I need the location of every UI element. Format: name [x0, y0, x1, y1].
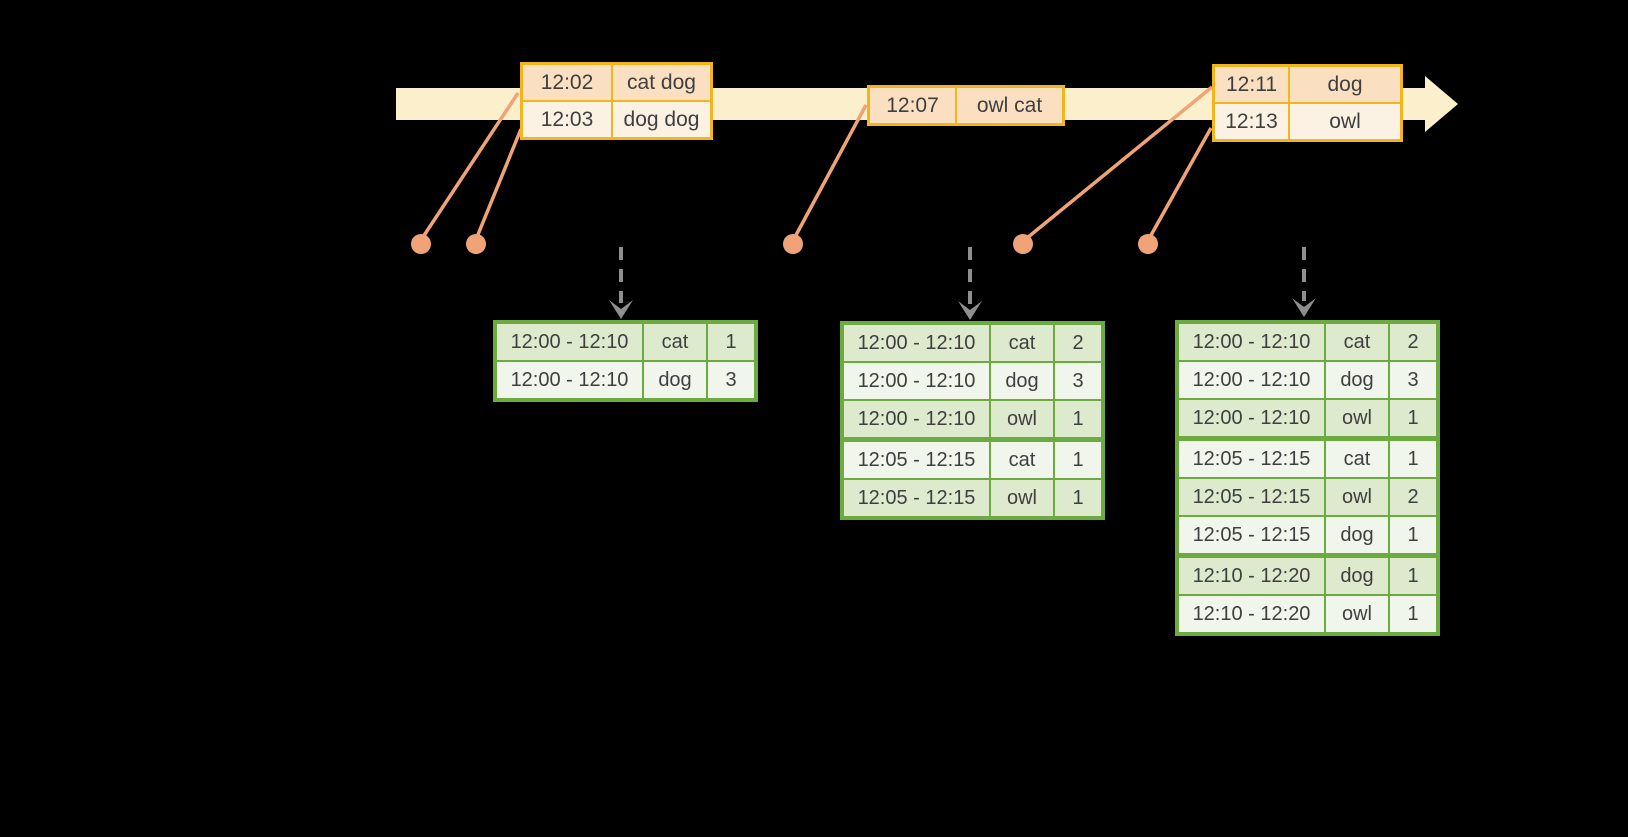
result-window-cell: 12:00 - 12:10 [497, 324, 644, 360]
trigger-arrowhead-icon [609, 300, 633, 319]
event-words-cell: dog dog [613, 102, 710, 137]
event-dot [1013, 234, 1033, 254]
result-word-cell: cat [991, 325, 1055, 361]
result-window-cell: 12:05 - 12:15 [844, 480, 991, 516]
result-count-cell: 1 [1055, 442, 1101, 478]
result-count-cell: 3 [708, 362, 754, 398]
result-word-cell: cat [1326, 441, 1390, 477]
event-time-axis-arrowhead-icon [1425, 76, 1458, 132]
result-word-cell: dog [644, 362, 708, 398]
result-window-cell: 12:00 - 12:10 [497, 362, 644, 398]
event-dot [411, 234, 431, 254]
event-dot [783, 234, 803, 254]
result-count-cell: 3 [1390, 362, 1436, 398]
event-connector-line [793, 104, 868, 238]
result-window-cell: 12:00 - 12:10 [1179, 400, 1326, 436]
result-window-cell: 12:05 - 12:15 [844, 442, 991, 478]
result-count-cell: 1 [1390, 441, 1436, 477]
result-count-cell: 2 [1055, 325, 1101, 361]
result-word-cell: cat [1326, 324, 1390, 360]
event-time-cell: 12:07 [870, 88, 957, 123]
event-words-cell: owl [1290, 104, 1400, 139]
result-window-cell: 12:00 - 12:10 [1179, 324, 1326, 360]
event-dot [466, 234, 486, 254]
event-time-cell: 12:02 [523, 65, 613, 100]
result-word-cell: cat [991, 442, 1055, 478]
event-time-cell: 12:11 [1215, 67, 1290, 102]
result-word-cell: dog [1326, 362, 1390, 398]
event-connector-line [421, 92, 520, 238]
result-count-cell: 3 [1055, 363, 1101, 399]
event-words-cell: dog [1290, 67, 1400, 102]
event-time-cell: 12:03 [523, 102, 613, 137]
result-word-cell: dog [1326, 558, 1390, 594]
result-word-cell: owl [1326, 479, 1390, 515]
event-words-cell: owl cat [957, 88, 1062, 123]
result-window-cell: 12:10 - 12:20 [1179, 558, 1326, 594]
result-word-cell: dog [991, 363, 1055, 399]
result-word-cell: owl [1326, 400, 1390, 436]
result-word-cell: dog [1326, 517, 1390, 553]
result-count-cell: 1 [1390, 596, 1436, 632]
result-window-cell: 12:00 - 12:10 [844, 401, 991, 437]
event-connector-line [475, 128, 523, 238]
trigger-arrowhead-icon [1292, 298, 1316, 317]
event-connector-line [1148, 127, 1213, 238]
result-word-cell: owl [1326, 596, 1390, 632]
result-window-cell: 12:00 - 12:10 [844, 363, 991, 399]
event-dots [411, 234, 1158, 254]
result-count-cell: 1 [708, 324, 754, 360]
result-count-cell: 1 [1055, 401, 1101, 437]
result-word-cell: owl [991, 480, 1055, 516]
result-count-cell: 2 [1390, 479, 1436, 515]
event-time-cell: 12:13 [1215, 104, 1290, 139]
event-dot [1138, 234, 1158, 254]
result-window-cell: 12:00 - 12:10 [1179, 362, 1326, 398]
result-count-cell: 1 [1390, 517, 1436, 553]
result-window-cell: 12:05 - 12:15 [1179, 517, 1326, 553]
result-count-cell: 1 [1055, 480, 1101, 516]
event-connector-lines [421, 85, 1214, 240]
result-word-cell: cat [644, 324, 708, 360]
result-count-cell: 2 [1390, 324, 1436, 360]
result-count-cell: 1 [1390, 558, 1436, 594]
event-words-cell: cat dog [613, 65, 710, 100]
result-count-cell: 1 [1390, 400, 1436, 436]
trigger-arrowhead-icon [958, 301, 982, 320]
event-connector-line [1025, 85, 1214, 240]
result-window-cell: 12:05 - 12:15 [1179, 479, 1326, 515]
result-word-cell: owl [991, 401, 1055, 437]
result-window-cell: 12:05 - 12:15 [1179, 441, 1326, 477]
result-window-cell: 12:10 - 12:20 [1179, 596, 1326, 632]
result-window-cell: 12:00 - 12:10 [844, 325, 991, 361]
trigger-arrows [609, 247, 1316, 320]
